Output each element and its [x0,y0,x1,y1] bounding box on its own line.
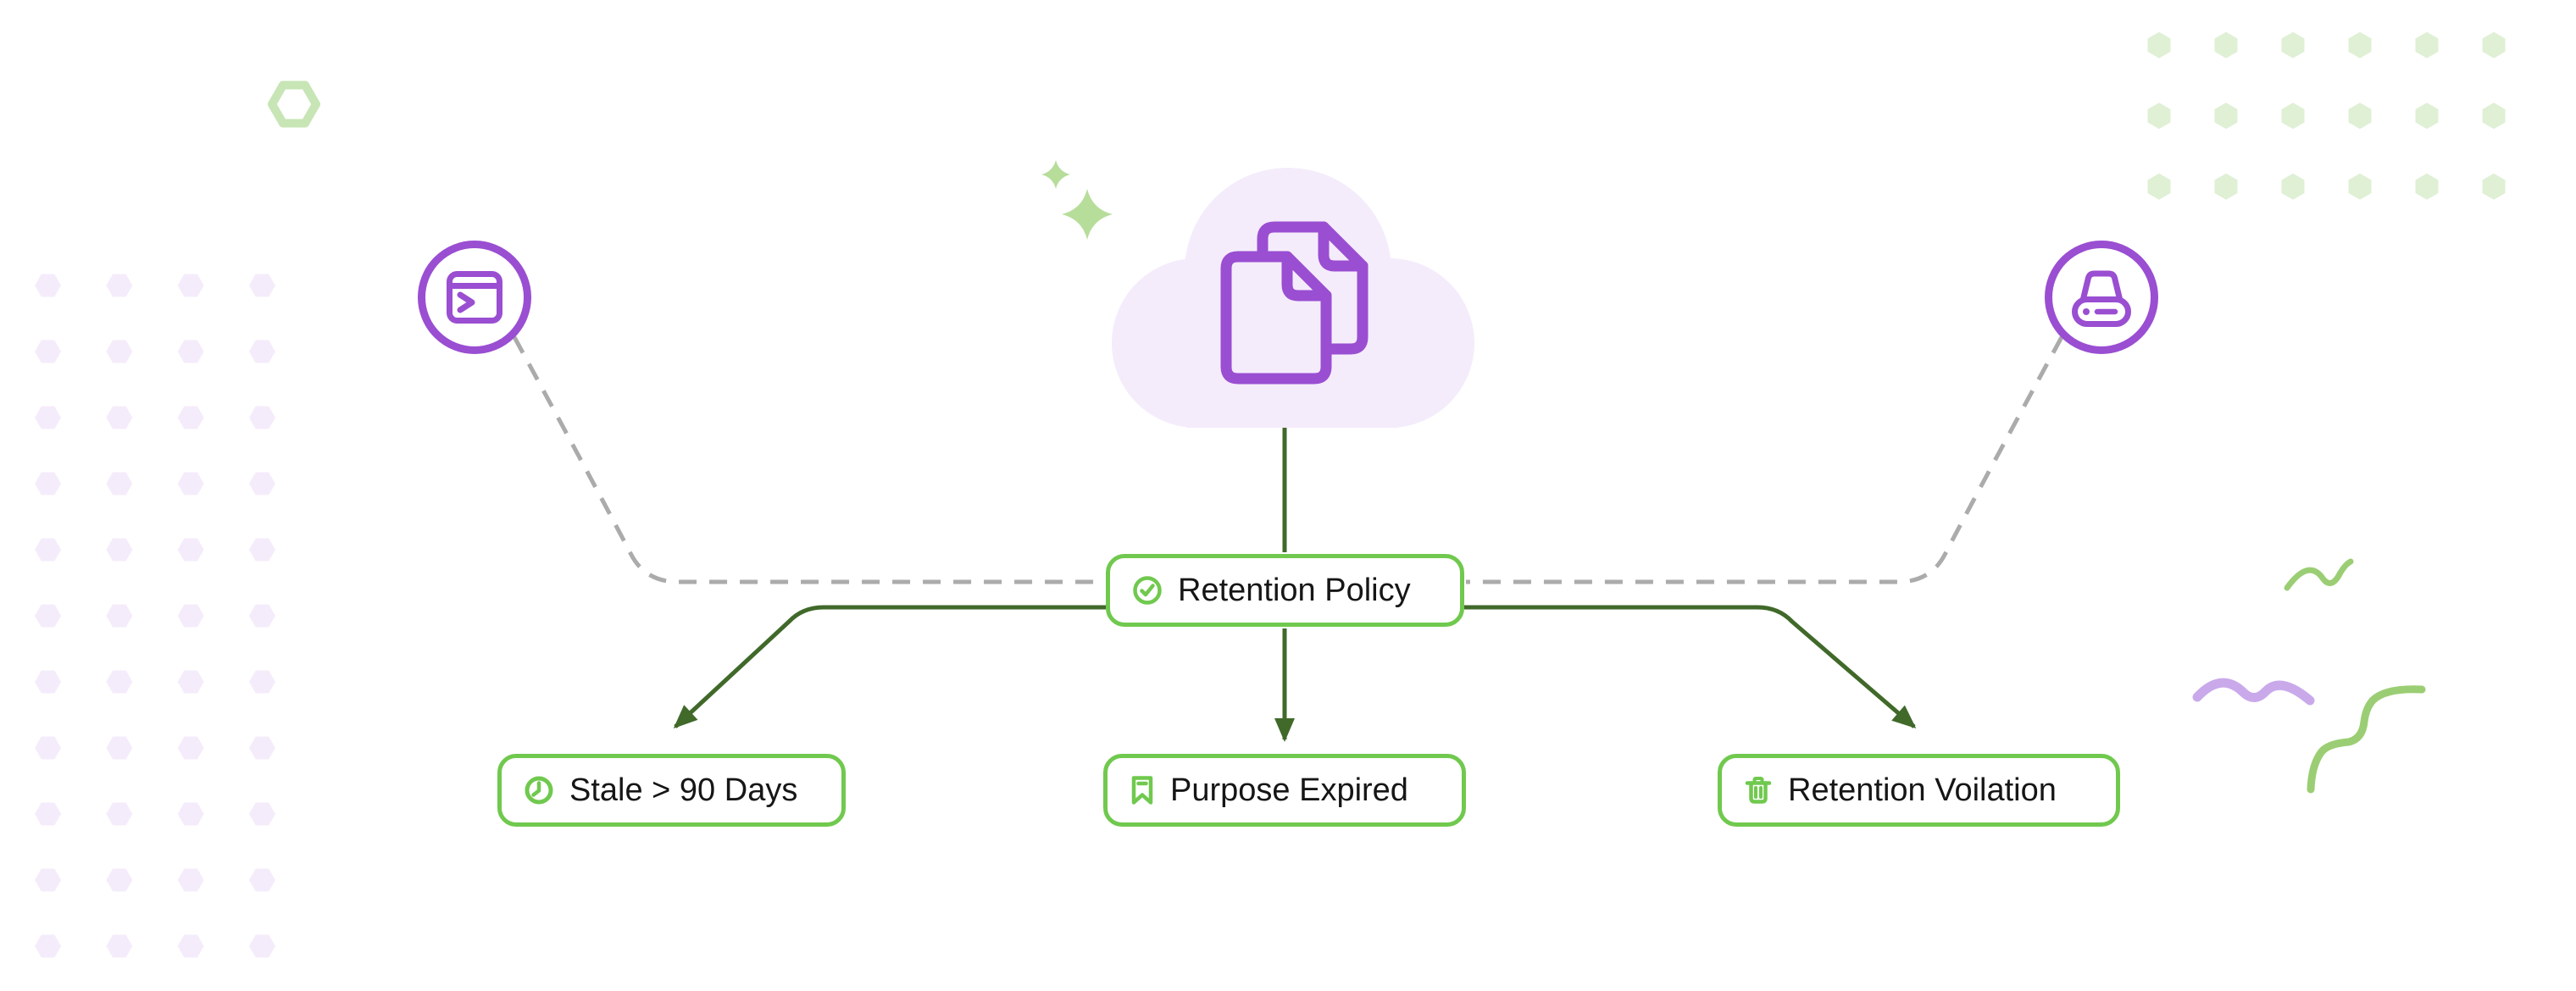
dashed-connector-right [1466,335,2064,584]
node-label: Retention Policy [1178,572,1411,608]
lavender-hex-pattern [12,252,299,980]
checkmark-circle-icon [1133,576,1162,605]
bird-decoration-green-small [2284,558,2354,591]
hard-drive-icon [2072,270,2131,327]
trash-can-icon [1745,777,1772,804]
connector-policy-to-stale [673,605,1106,729]
node-retention-policy: Retention Policy [1106,554,1464,627]
clock-icon [525,776,553,805]
node-label: Retention Voilation [1788,772,2057,808]
green-hex-pattern [2125,9,2528,223]
hexagon-outline-decoration [268,80,320,128]
squiggle-decoration-green [2307,685,2426,794]
node-label: Purpose Expired [1170,772,1408,808]
terminal-window-icon [447,271,502,324]
sparkle-decoration [1041,160,1113,240]
terminal-node [418,241,531,354]
connector-policy-to-violation [1464,605,1917,728]
node-label: Stale > 90 Days [569,772,798,808]
bookmark-icon [1131,776,1153,805]
hard-drive-node [2045,241,2158,354]
dashed-connector-left [512,335,1104,584]
documents-icon [1220,221,1368,385]
node-retention-violation: Retention Voilation [1718,754,2120,827]
bird-decoration-purple [2192,678,2315,706]
node-stale-90-days: Stale > 90 Days [497,754,846,827]
node-purpose-expired: Purpose Expired [1103,754,1466,827]
